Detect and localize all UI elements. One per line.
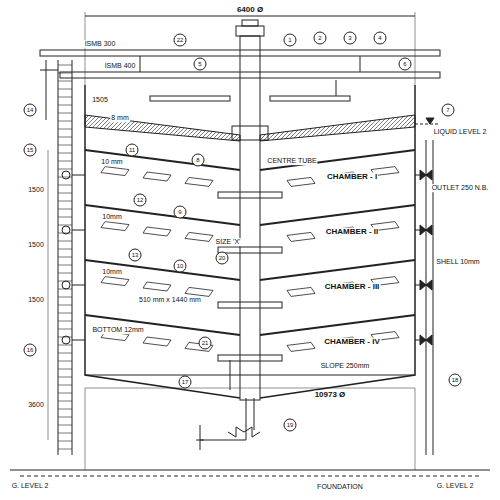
callout-number: 3 [344, 32, 357, 45]
callout-number: 8 [192, 154, 205, 167]
callout-number: 9 [174, 206, 187, 219]
tank-shell [85, 85, 415, 398]
drive-motor [236, 26, 264, 36]
drawing-label: CHAMBER - III [324, 283, 381, 292]
drawing-label: 510 mm x 1440 mm [138, 296, 202, 304]
drawing-label: 3600 [27, 401, 45, 409]
drawing-label: 8 mm [110, 114, 130, 122]
callout-number: 12 [134, 194, 147, 207]
callout-number: 7 [442, 104, 455, 117]
drawing-label: SLOPE 250mm [320, 362, 371, 370]
drawing-label: ISMB 400 [104, 62, 137, 70]
ladder [58, 60, 59, 455]
outlet-pipe [426, 140, 427, 455]
callout-number: 22 [174, 34, 187, 47]
callout-number: 2 [314, 32, 327, 45]
drawing-label: ISMB 300 [84, 40, 117, 48]
dimension-line [85, 16, 415, 17]
callout-number: 11 [126, 144, 139, 157]
callout-number: 15 [24, 144, 37, 157]
drawing-label: 1505 [91, 96, 109, 104]
callout-number: 18 [449, 374, 462, 387]
drawing-label: 10 mm [100, 158, 123, 166]
callout-number: 13 [129, 249, 142, 262]
callout-number: 17 [179, 376, 192, 389]
drawing-label: SHELL 10mm [435, 258, 480, 266]
drawing-label: 6400 Ø [236, 6, 264, 15]
drawing-label: 1500 [27, 186, 45, 194]
callout-number: 20 [216, 252, 229, 265]
callout-number: 1 [284, 34, 297, 47]
callout-number: 16 [24, 344, 37, 357]
callout-number: 6 [399, 58, 412, 71]
drawing-label: CHAMBER - I [326, 173, 378, 182]
centre-column [240, 36, 260, 400]
drawing-label: G. LEVEL 2 [436, 482, 475, 490]
drawing-label: SIZE 'X' [215, 238, 242, 246]
callout-number: 4 [374, 32, 387, 45]
drawing-label: 10973 Ø [314, 391, 347, 400]
callout-number: 10 [174, 260, 187, 273]
bridge-beam [60, 72, 440, 78]
drawing-label: 10mm [101, 213, 122, 221]
drawing-label: 1500 [27, 296, 45, 304]
callout-number: 19 [284, 419, 297, 432]
drawing-label: BOTTOM 12mm [91, 326, 144, 334]
drawing-label: LIQUID LEVEL 2 [433, 128, 488, 136]
drawing-label: G. LEVEL 2 [11, 482, 50, 490]
drawing-label: 10mm [101, 268, 122, 276]
drawing-label: CHAMBER - IV [323, 338, 381, 347]
callout-number: 21 [199, 337, 212, 350]
drawing-label: CHAMBER - II [325, 228, 379, 237]
drawing-label: 1500 [27, 241, 45, 249]
callout-number: 14 [24, 104, 37, 117]
callout-number: 5 [194, 58, 207, 71]
drawing-label: CENTRE TUBE [266, 157, 317, 165]
drawing-label: FOUNDATION [316, 483, 364, 491]
drawing-label: OUTLET 250 N.B. [431, 184, 490, 192]
